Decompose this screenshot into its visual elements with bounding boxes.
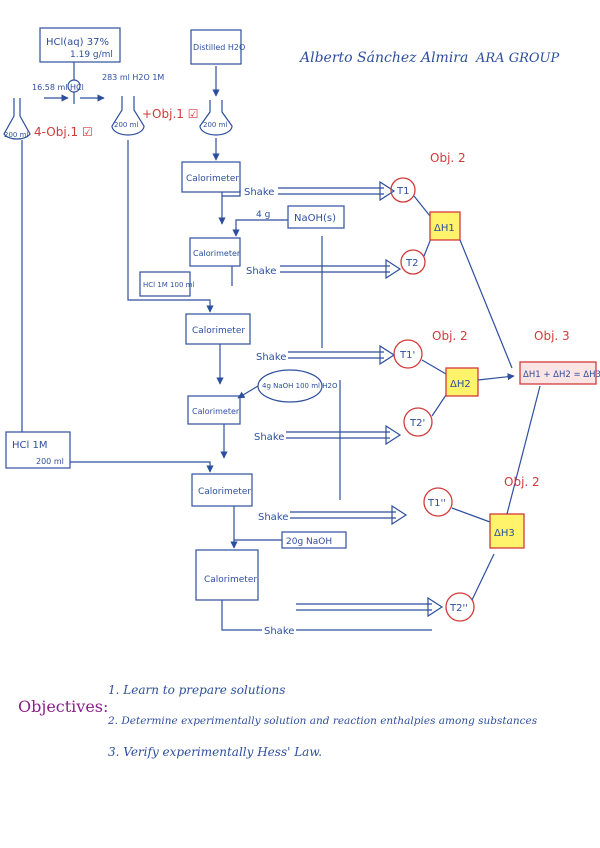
naoh-mass2-label: 20g NaOH [286,537,332,547]
temp-t1-circle [390,177,416,203]
dh3-to-result [506,385,541,515]
water-label: Distilled H2O [193,43,245,52]
t2pp-to-dh3 [471,553,495,601]
water-flask-vol: 200 ml [203,121,227,129]
hcl-stock-density: 1.19 g/ml [70,50,113,60]
dh3-label: ΔH3 [494,528,515,539]
water-box [190,29,242,65]
objectives-heading: Objectives: [18,697,108,716]
temp-t1pp-circle [423,487,453,517]
mid-flask [111,96,145,136]
dh2-label: ΔH2 [450,379,471,390]
calorimeter-6 [195,549,259,601]
vol-hcl-label: 16.58 ml HCl [32,83,84,92]
obj2-tag-c: Obj. 2 [504,475,540,489]
calorimeter-2-label: Calorimeter [193,249,241,258]
temp-t2pp-circle [445,592,475,622]
temp-t2pp: T2'' [449,603,468,614]
cal1-shake-branch [222,190,241,197]
shake-4-label: Shake [254,432,284,443]
vol-water-label: 283 ml H2O 1M [102,73,164,82]
obj2-tag-b: Obj. 2 [432,329,468,343]
t1p-to-dh2 [421,359,447,375]
hcl-sol2-label: HCl 1M [12,440,47,451]
naoh-mass-1: 4 g [256,210,270,220]
temp-t2p-circle [403,407,433,437]
shake-1-label: Shake [244,187,274,198]
naoh-solid-label: NaOH(s) [294,213,336,224]
dh1-label: ΔH1 [434,223,455,234]
group-name: ARA GROUP [475,51,559,66]
dh1-to-result [459,239,513,369]
calorimeter-3-label: Calorimeter [192,326,245,336]
obj3-tag: Obj. 3 [534,329,570,343]
obj2-tag-a: Obj. 2 [430,151,466,165]
author-name: Alberto Sánchez Almira [298,50,468,66]
calorimeter-4 [187,395,241,425]
calorimeter-6-label: Calorimeter [204,575,257,585]
shake-5-label: Shake [258,512,288,523]
hcl-sol1-box [139,271,191,297]
dh1-box [429,211,461,241]
naoh-solid-box [287,205,345,229]
hcl-sol2-box [5,431,71,469]
shake2-arrowhead [385,258,402,280]
temp-t2p: T2' [409,418,425,429]
small-flask [3,98,31,140]
naoh-to-cal2-arrow [232,219,288,237]
naoh-solution-label: 4g NaOH 100 ml H2O [262,382,338,390]
calorimeter-5-label: Calorimeter [198,487,251,497]
calorimeter-1 [181,161,241,193]
hcl-sol1-label: HCl 1M 100 ml [143,281,194,289]
temp-t1p: T1' [399,350,415,361]
small-flask-vol: 200 ml [4,131,28,139]
hcl-stock-label: HCl(aq) 37% [46,37,109,48]
dh2-box [445,367,479,397]
hess-result-box [519,361,597,385]
temp-t2-circle [400,249,426,275]
t1-to-dh1 [413,195,431,217]
dh2-to-result [477,373,515,381]
temp-t1p-circle [393,339,423,369]
temp-t2: T2 [405,258,418,269]
shake3-arrowhead [379,344,396,366]
objective-2: 2. Determine experimentally solution and… [107,715,538,727]
t2p-to-dh2 [431,391,449,417]
naoh2-to-cal6-arrow [230,539,282,549]
obj1-tag-a: 4-Obj.1 ☑ [34,125,93,139]
objective-3: 3. Verify experimentally Hess' Law. [108,745,322,759]
hcl-sol2-vol: 200 ml [36,457,64,466]
hcl-sol2-to-cal5-arrow [70,461,214,473]
hcl-stock-box [39,27,121,63]
temp-t1: T1 [396,186,409,197]
calorimeter-2 [189,237,241,267]
calorimeter-4-label: Calorimeter [192,407,240,416]
shake-6-label: Shake [264,626,294,637]
temp-t1pp: T1'' [427,498,446,509]
hcl-to-cal3-arrow [127,270,214,313]
shake6-arrowhead [427,596,444,618]
objective-1: 1. Learn to prepare solutions [108,683,285,697]
calorimeter-1-label: Calorimeter [186,174,239,184]
obj1-tag-b: +Obj.1 ☑ [142,107,198,121]
mid-flask-vol: 200 ml [114,121,138,129]
shake-3-label: Shake [256,352,286,363]
water-flask [199,100,233,136]
shake1-arrowhead [379,180,396,202]
dh3-box [489,513,525,549]
shake-2-label: Shake [246,266,276,277]
shake4-arrowhead [385,424,402,446]
hess-result: ΔH1 + ΔH2 = ΔH3 [523,370,600,380]
naoh-sol-to-cal4-arrow [237,385,259,399]
shake5-arrowhead [391,504,408,526]
cal6-shake-branch [221,600,262,631]
calorimeter-3 [185,313,251,345]
t1pp-to-dh3 [451,507,491,523]
calorimeter-5 [191,473,253,507]
